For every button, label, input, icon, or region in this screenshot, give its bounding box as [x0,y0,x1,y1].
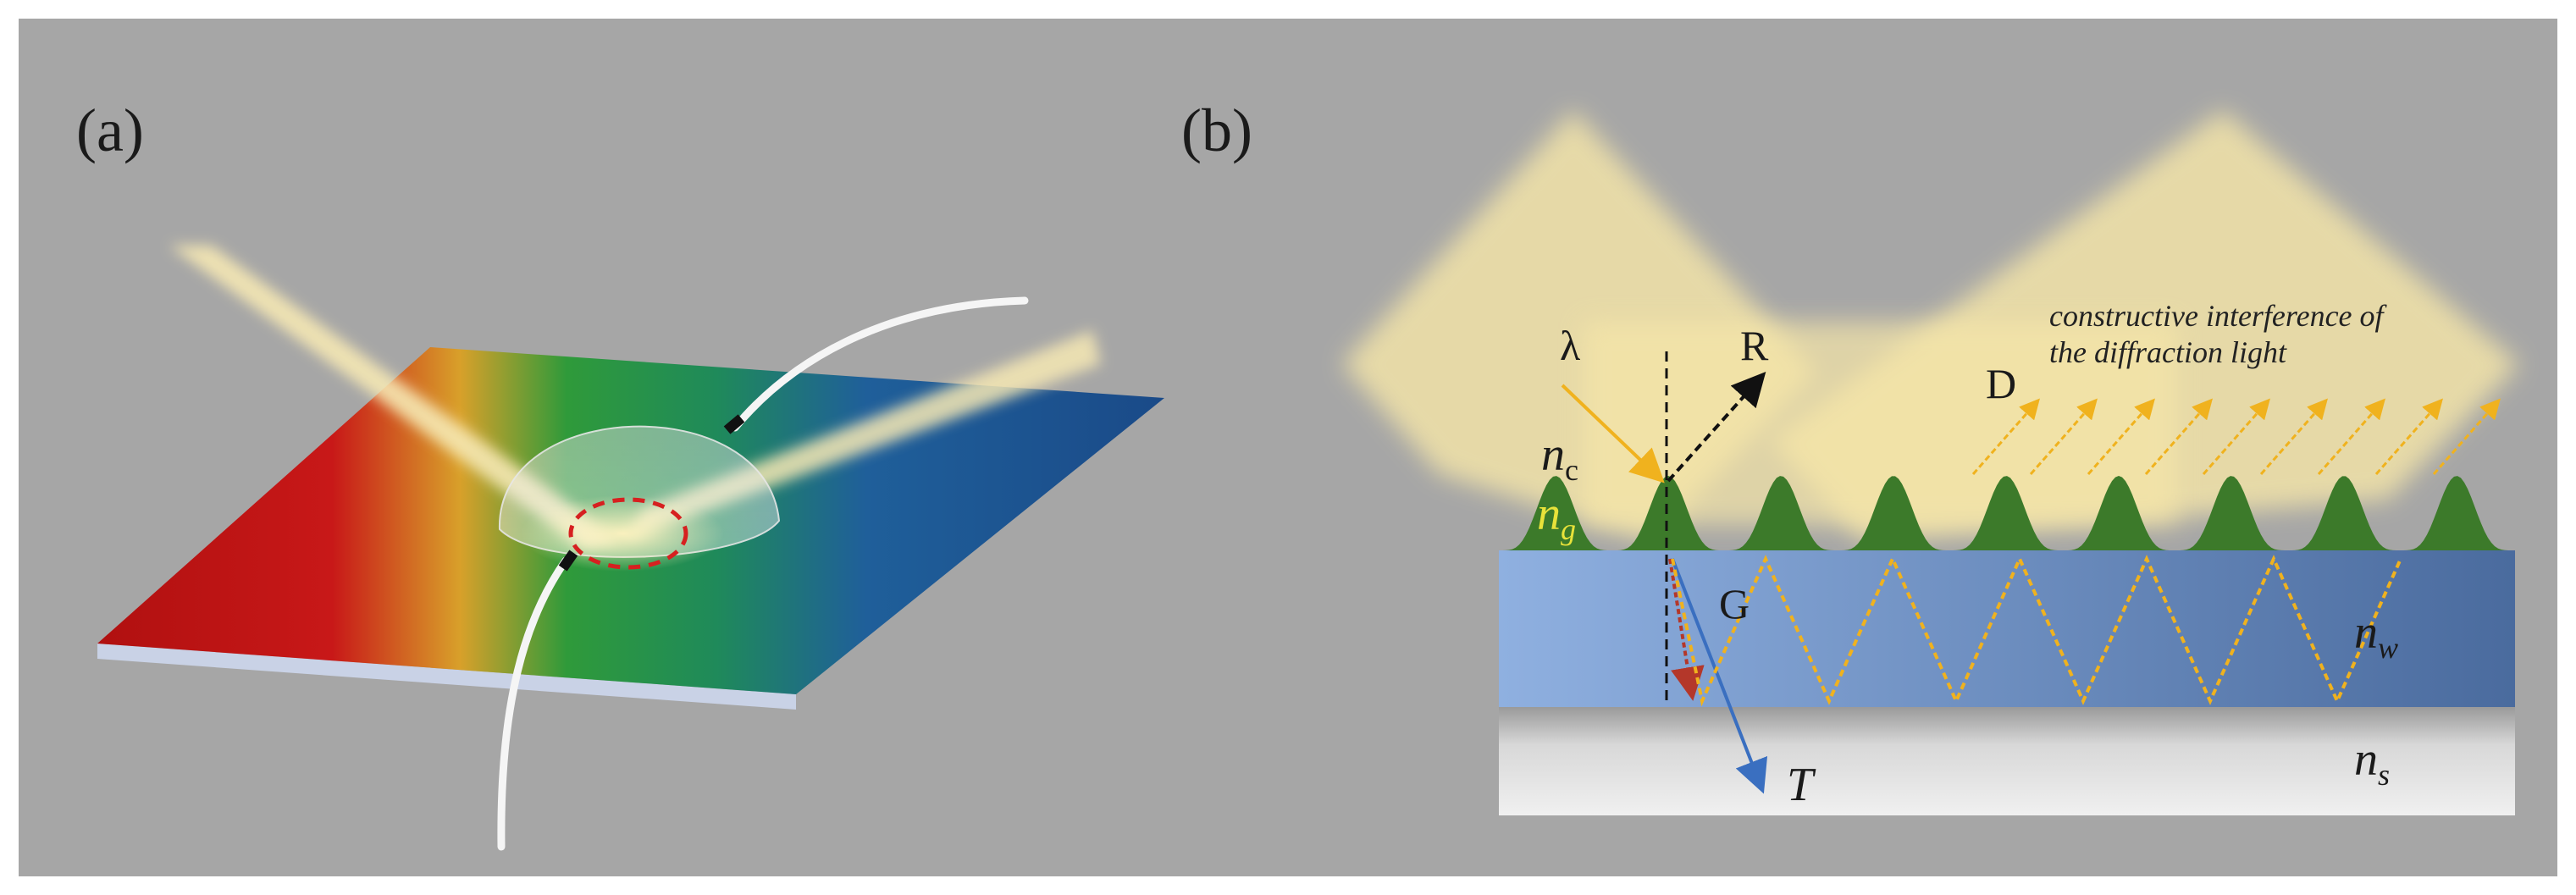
grating-layer [1499,476,2515,550]
light-center-glow [1584,322,2176,525]
incident-light-beam [169,246,622,550]
diffraction-arrow [2317,398,2385,475]
guided-wave-path [1671,555,2402,707]
n-substrate-subscript: s [2378,758,2390,792]
diffraction-arrow [2144,398,2213,475]
diffraction-arrows [1971,398,2501,475]
outlet-connector [723,414,745,434]
n-cover-symbol: n [1541,428,1565,481]
incident-arrow [1561,384,1665,483]
transmitted-arrow [1671,558,1768,794]
panel-b-label: (b) [1181,97,1252,164]
n-substrate-symbol: n [2354,733,2378,786]
n-substrate-label: ns [2354,733,2390,792]
transmitted-label: T [1787,759,1816,811]
diffraction-arrow [2259,398,2328,475]
beam-spot-glow [521,495,724,572]
reflected-label: R [1740,322,1769,369]
inlet-tube [497,556,570,851]
diffraction-arrow [2374,398,2443,475]
n-cover-subscript: c [1565,453,1578,487]
n-grating-label: ng [1537,488,1576,546]
sensor-plate-edge [97,644,796,710]
panel-a-label: (a) [76,97,144,164]
diffraction-arrow [2029,398,2098,475]
lambda-label: λ [1560,322,1580,369]
n-waveguide-symbol: n [2354,606,2378,659]
panel-b: (b) λ R D G T nc ng [1181,97,2519,815]
n-grating-symbol: n [1537,488,1561,540]
grating-wave-label: G [1719,580,1750,627]
diffraction-arrow [2432,398,2501,475]
n-grating-subscript: g [1561,512,1576,546]
annotation-line-2: the diffraction light [2049,335,2287,369]
sensing-area-marker [568,497,688,570]
outlet-tube [731,296,1029,432]
diffraction-arrow [2202,398,2270,475]
n-waveguide-label: nw [2354,606,2398,665]
inlet-connector [558,550,578,572]
leakage-arrow [1668,558,1705,701]
diffraction-arrow [1971,398,2040,475]
annotation-line-1: constructive interference of [2049,299,2388,333]
substrate-layer [1499,707,2515,815]
n-waveguide-subscript: w [2378,631,2398,665]
n-cover-label: nc [1541,428,1578,487]
diffraction-arrow [2087,398,2155,475]
waveguide-layer [1499,550,2515,707]
diffracted-label: D [1986,360,2016,407]
reflected-arrow [1667,372,1766,483]
panel-a: (a) [76,97,1164,851]
